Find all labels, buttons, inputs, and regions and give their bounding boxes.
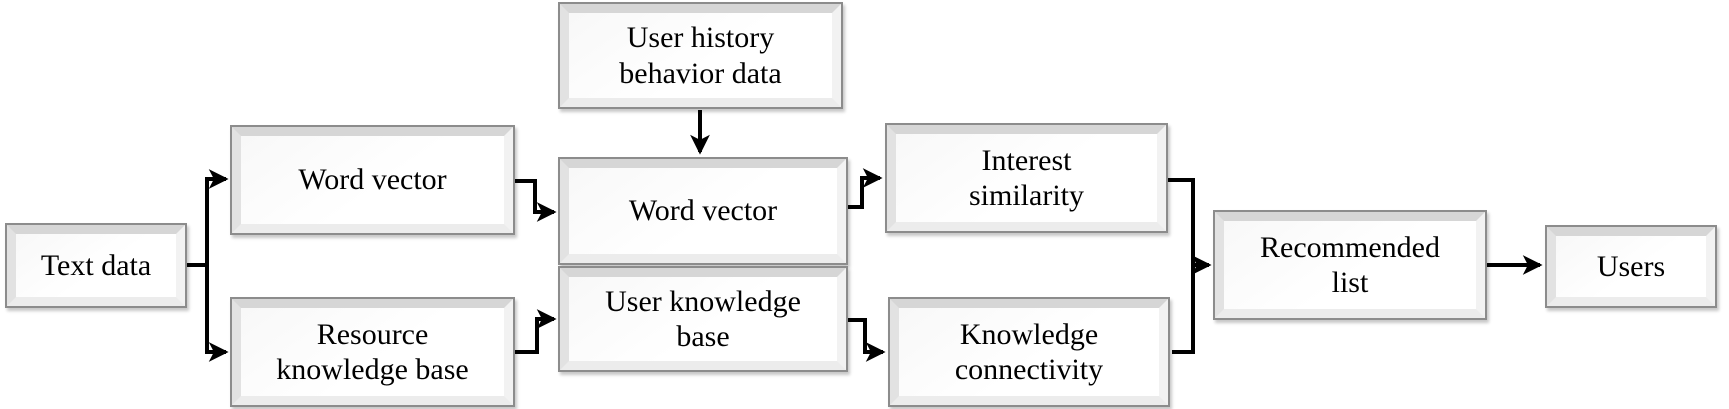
node-user-history-behavior-data: User history behavior data bbox=[558, 2, 843, 109]
node-word-vector-top: Word vector bbox=[230, 125, 515, 235]
node-bevel: Recommended list bbox=[1215, 212, 1485, 318]
node-bevel: Word vector bbox=[232, 127, 513, 233]
node-knowledge-connectivity: Knowledge connectivity bbox=[888, 297, 1170, 407]
node-bevel: Knowledge connectivity bbox=[890, 299, 1168, 405]
node-label: User history behavior data bbox=[619, 21, 782, 90]
node-bevel: User history behavior data bbox=[560, 4, 841, 107]
node-label: User knowledge base bbox=[605, 284, 801, 353]
node-label: Text data bbox=[40, 248, 152, 282]
node-bevel: Resource knowledge base bbox=[232, 299, 513, 405]
node-bevel: Interest similarity bbox=[887, 125, 1166, 231]
node-bevel: Users bbox=[1547, 227, 1715, 306]
node-label: Word vector bbox=[298, 163, 447, 197]
node-label: Interest similarity bbox=[969, 143, 1084, 212]
node-word-vector-center: Word vector bbox=[558, 157, 848, 265]
node-label: Word vector bbox=[628, 194, 778, 228]
edge-word-vector-center-to-interest-similarity bbox=[848, 168, 883, 209]
node-user-knowledge-base: User knowledge base bbox=[558, 266, 848, 372]
node-interest-similarity: Interest similarity bbox=[885, 123, 1168, 233]
edge-user-knowledge-base-to-knowledge-connectivity bbox=[848, 318, 886, 362]
node-bevel: User knowledge base bbox=[560, 268, 846, 370]
node-label: Users bbox=[1596, 249, 1666, 283]
node-text-data: Text data bbox=[5, 223, 187, 308]
node-users: Users bbox=[1545, 225, 1717, 308]
edge-merge-bar bbox=[1168, 178, 1195, 354]
edge-text-data-to-resource-knowledge-base bbox=[205, 265, 229, 362]
node-bevel: Text data bbox=[7, 225, 185, 306]
node-recommended-list: Recommended list bbox=[1213, 210, 1487, 320]
edge-word-vector-top-to-word-vector-center bbox=[513, 179, 557, 222]
node-label: Recommended list bbox=[1260, 230, 1440, 299]
node-label: Knowledge connectivity bbox=[954, 317, 1104, 386]
node-bevel: Word vector bbox=[560, 159, 846, 263]
edge-resource-knowledge-base-to-user-knowledge-base bbox=[515, 309, 557, 354]
node-label: Resource knowledge base bbox=[276, 317, 469, 386]
edge-text-data-to-word-vector-top bbox=[205, 169, 229, 265]
node-resource-knowledge-base: Resource knowledge base bbox=[230, 297, 515, 407]
